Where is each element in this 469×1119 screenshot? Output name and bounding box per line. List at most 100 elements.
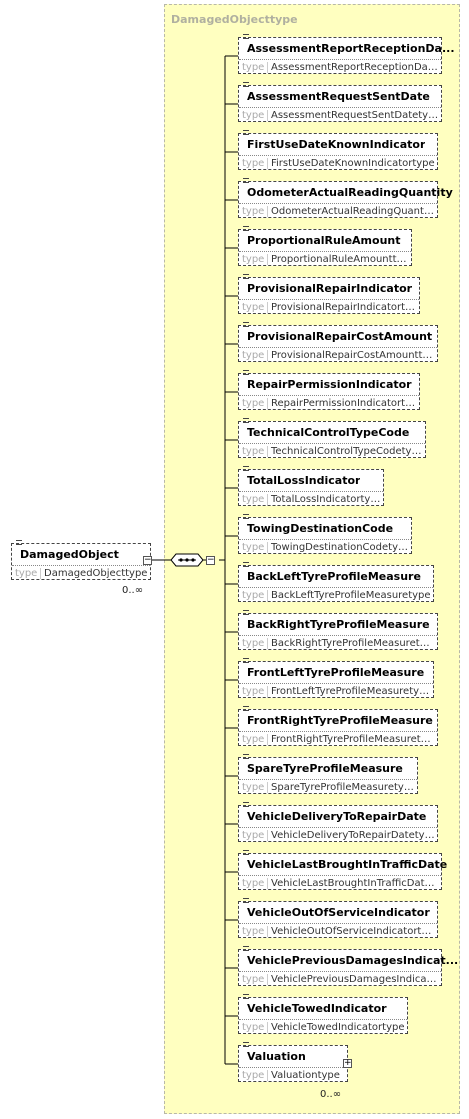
child-element-name: OdometerActualReadingQuantity	[247, 186, 453, 199]
child-element-name: RepairPermissionIndicator	[247, 378, 412, 391]
valuation-cardinality: 0..∞	[320, 1089, 342, 1100]
child-element-name: TotalLossIndicator	[247, 474, 361, 487]
child-type-value: FrontRightTyreProfileMeasuretype	[267, 734, 435, 745]
child-type-label: type	[242, 638, 265, 649]
sequence-collapse-icon[interactable]: −	[206, 555, 215, 565]
child-type-label: type	[242, 1070, 265, 1081]
child-type-value: VehiclePreviousDamagesIndicat...	[267, 974, 439, 985]
child-element-name: AssessmentReportReceptionDa...	[247, 42, 455, 55]
child-type-value: VehicleTowedIndicatortype	[267, 1022, 405, 1033]
child-type-label: type	[242, 254, 265, 265]
child-element-name: FirstUseDateKnownIndicator	[247, 138, 426, 151]
child-type-value: SpareTyreProfileMeasuretype	[267, 782, 415, 793]
root-collapse-icon[interactable]: −	[143, 555, 152, 565]
child-type-value: OdometerActualReadingQuantity...	[267, 206, 435, 217]
child-element-name: VehicleOutOfServiceIndicator	[247, 906, 430, 919]
child-type-label: type	[242, 878, 265, 889]
child-type-value: VehicleLastBroughtInTrafficDate...	[267, 878, 439, 889]
child-type-label: type	[242, 1022, 265, 1033]
child-type-label: type	[242, 782, 265, 793]
child-element-name: TowingDestinationCode	[247, 522, 394, 535]
child-element-name: BackLeftTyreProfileMeasure	[247, 570, 421, 583]
child-element-name: FrontLeftTyreProfileMeasure	[247, 666, 425, 679]
child-type-label: type	[242, 734, 265, 745]
root-type-value: DamagedObjecttype	[40, 568, 148, 579]
child-type-label: type	[242, 542, 265, 553]
child-type-label: type	[242, 206, 265, 217]
child-element-name: BackRightTyreProfileMeasure	[247, 618, 430, 631]
child-type-label: type	[242, 494, 265, 505]
child-type-value: FirstUseDateKnownIndicatortype	[267, 158, 435, 169]
child-type-label: type	[242, 110, 265, 121]
sequence-compositor-icon	[170, 553, 204, 567]
root-element-box[interactable]: DamagedObject type DamagedObjecttype	[11, 540, 151, 580]
child-type-value: BackLeftTyreProfileMeasuretype	[267, 590, 431, 601]
child-type-label: type	[242, 62, 265, 73]
child-element-name: VehiclePreviousDamagesIndicat...	[247, 954, 459, 967]
child-type-label: type	[242, 926, 265, 937]
child-element-name: VehicleTowedIndicator	[247, 1002, 387, 1015]
child-type-value: AssessmentRequestSentDatetype	[267, 110, 439, 121]
child-type-label: type	[242, 974, 265, 985]
child-type-value: BackRightTyreProfileMeasuretype	[267, 638, 435, 649]
complex-type-title: DamagedObjecttype	[171, 13, 298, 26]
child-element-name: VehicleDeliveryToRepairDate	[247, 810, 427, 823]
child-type-value: FrontLeftTyreProfileMeasuretype	[267, 686, 431, 697]
child-type-label: type	[242, 830, 265, 841]
child-element-name: ProportionalRuleAmount	[247, 234, 401, 247]
child-type-value: TowingDestinationCodetype	[267, 542, 409, 553]
child-element-name: VehicleLastBroughtInTrafficDate	[247, 858, 448, 871]
valuation-expand-icon[interactable]: +	[343, 1058, 352, 1068]
child-type-label: type	[242, 686, 265, 697]
child-type-value: TechnicalControlTypeCodetype	[267, 446, 423, 457]
root-element-name: DamagedObject	[20, 548, 119, 561]
child-type-value: TotalLossIndicatortype	[267, 494, 381, 505]
child-type-value: Valuationtype	[267, 1070, 345, 1081]
child-element-name: FrontRightTyreProfileMeasure	[247, 714, 433, 727]
child-type-value: RepairPermissionIndicatortype	[267, 398, 417, 409]
root-cardinality: 0..∞	[122, 585, 144, 596]
child-element-name: ProvisionalRepairIndicator	[247, 282, 413, 295]
child-type-value: AssessmentReportReceptionDat...	[267, 62, 439, 73]
child-type-label: type	[242, 350, 265, 361]
child-type-value: ProvisionalRepairCostAmounttype	[267, 350, 435, 361]
child-element-name: AssessmentRequestSentDate	[247, 90, 430, 103]
root-type-label: type	[15, 568, 38, 579]
child-type-value: ProvisionalRepairIndicatortype	[267, 302, 417, 313]
child-type-label: type	[242, 158, 265, 169]
child-element-name: TechnicalControlTypeCode	[247, 426, 410, 439]
child-element-name: SpareTyreProfileMeasure	[247, 762, 403, 775]
child-type-value: ProportionalRuleAmounttype	[267, 254, 409, 265]
child-type-value: VehicleOutOfServiceIndicatortype	[267, 926, 435, 937]
child-element-name: ProvisionalRepairCostAmount	[247, 330, 433, 343]
child-type-label: type	[242, 446, 265, 457]
child-type-value: VehicleDeliveryToRepairDatetype	[267, 830, 435, 841]
child-type-label: type	[242, 590, 265, 601]
child-element-name: Valuation	[247, 1050, 306, 1063]
child-type-label: type	[242, 302, 265, 313]
child-type-label: type	[242, 398, 265, 409]
